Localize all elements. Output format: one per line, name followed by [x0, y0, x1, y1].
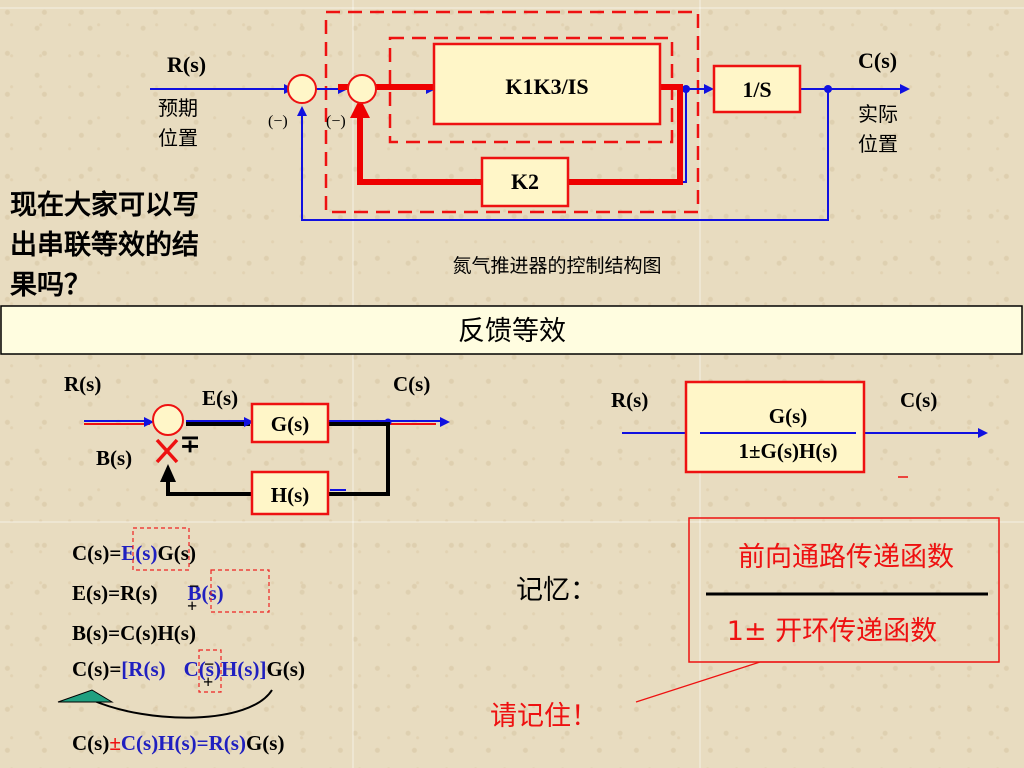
loop-summing-junction [152, 404, 184, 436]
loop-h-block [250, 470, 330, 516]
output-desc-1: 实际 [858, 102, 898, 126]
question-line-2: 出串联等效的结 [10, 229, 199, 261]
loop-input-label: R(s) [64, 372, 101, 396]
input-desc-2: 位置 [158, 126, 198, 150]
derivation-equations: C(s)=E(s)G(s) E(s)=R(s)B(s) − + B(s)=C(s… [57, 527, 305, 755]
loop-feedback-path-a [328, 422, 390, 496]
equation-1: C(s)=E(s)G(s) [72, 541, 196, 565]
equivalent-numerator: G(s) [769, 404, 808, 428]
loop-output-label: C(s) [393, 372, 430, 396]
forward-block-label: K1K3/IS [505, 74, 588, 99]
feedback-loop-diagram: G(s) H(s) R(s) E(s) C(s) B(s) ∓ [64, 372, 450, 516]
equation-2: E(s)=R(s)B(s) [72, 581, 224, 605]
svg-text:−: − [189, 576, 199, 596]
memory-note: 记忆： 前向通路传递函数 1± 开环传递函数 请记住！ [490, 517, 1000, 732]
loop-g-block [250, 402, 330, 444]
svg-text:+: + [203, 672, 213, 692]
equivalent-block [684, 380, 866, 474]
outer-dashed-group [324, 10, 700, 214]
equation-5: C(s)±C(s)H(s)=R(s)G(s) [72, 731, 284, 755]
top-block-diagram: K1K3/IS 1/S K2 R(s) 预期 位置 C(s) 实际 位置 (−)… [150, 10, 910, 277]
integrator-block-label: 1/S [742, 77, 771, 102]
equivalent-output-label: C(s) [900, 388, 937, 412]
output-desc-2: 位置 [858, 132, 898, 156]
move-term-curve [91, 689, 273, 719]
memory-label: 记忆： [516, 575, 597, 606]
loop-error-label: E(s) [202, 386, 238, 410]
question-line-3: 果吗？ [10, 270, 91, 301]
loop-sign: ∓ [180, 432, 200, 458]
memory-numerator: 前向通路传递函数 [738, 542, 954, 573]
question-line-1: 现在大家可以写 [10, 189, 199, 221]
svg-text:+: + [187, 596, 197, 616]
equation-4: C(s)=[R(s)C(s)H(s)]G(s) [72, 657, 305, 681]
sign-1: (−) [268, 113, 288, 130]
integrator-block [712, 64, 802, 114]
sign-2: (−) [326, 113, 346, 130]
remember-text: 请记住！ [490, 701, 598, 732]
highlighted-loop-arrow [350, 98, 370, 118]
memory-box [688, 517, 1000, 663]
input-desc-1: 预期 [158, 96, 198, 120]
move-term-arrowhead [57, 689, 114, 703]
loop-feedback-path-b [166, 474, 252, 496]
equivalent-denominator: 1±G(s)H(s) [738, 439, 837, 463]
section-title: 反馈等效 [458, 316, 566, 347]
input-label: R(s) [167, 52, 206, 77]
feedback-block-k2 [480, 156, 570, 208]
outer-feedback-line [301, 89, 829, 221]
summing-junction-2 [347, 74, 377, 104]
output-label: C(s) [858, 48, 897, 73]
loop-g-label: G(s) [271, 412, 310, 436]
memory-denominator: 1± 开环传递函数 [727, 616, 937, 647]
callout-pointer [635, 661, 800, 703]
equation-3: B(s)=C(s)H(s) [72, 621, 196, 645]
equivalent-input-label: R(s) [611, 388, 648, 412]
svg-text:−: − [204, 654, 214, 674]
loop-b-label: B(s) [96, 446, 132, 470]
equivalent-diagram: G(s) 1±G(s)H(s) R(s) C(s) [611, 380, 988, 474]
feedback-block-label: K2 [511, 169, 539, 194]
diagram-caption: 氮气推进器的控制结构图 [452, 255, 661, 277]
section-header-band [0, 305, 1023, 355]
summing-junction-1 [287, 74, 317, 104]
loop-h-label: H(s) [271, 483, 310, 507]
forward-block [432, 42, 662, 126]
